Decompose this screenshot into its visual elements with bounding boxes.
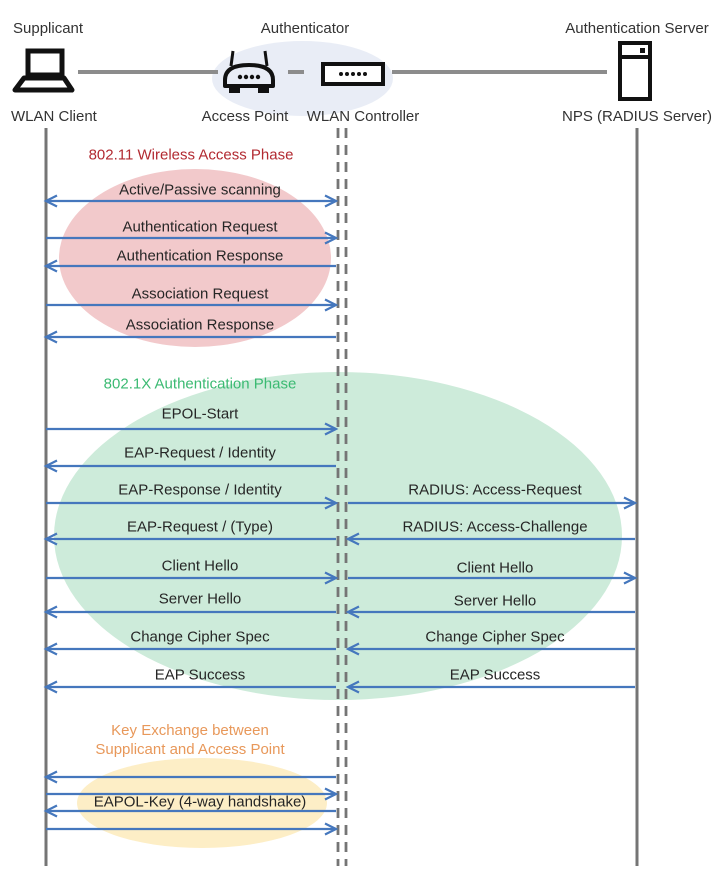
arrowhead-left xyxy=(43,459,58,473)
arrowhead-right xyxy=(324,571,339,585)
phase-3-ellipse xyxy=(77,758,327,848)
arrowhead-left xyxy=(43,330,58,344)
message-label: Active/Passive scanning xyxy=(119,181,281,199)
role-label-authenticator: Authenticator xyxy=(260,20,350,37)
connector-line-client-ap xyxy=(78,70,218,74)
access-point-icon xyxy=(223,50,275,93)
message-label: RADIUS: Access-Challenge xyxy=(402,518,588,536)
connector-line-ap-controller xyxy=(288,70,304,74)
arrowhead-right xyxy=(623,571,638,585)
message-label: Association Request xyxy=(131,285,269,303)
device-label-wlan-client: WLAN Client xyxy=(11,108,97,125)
device-label-nps-radius-server: NPS (RADIUS Server) xyxy=(561,108,713,125)
phase-1-ellipse xyxy=(59,169,331,347)
arrowhead-left xyxy=(43,194,58,208)
message-label: Server Hello xyxy=(158,590,242,608)
arrowhead-left xyxy=(43,770,58,784)
connector-line-controller-server xyxy=(392,70,607,74)
arrowhead-left xyxy=(345,605,360,619)
message-label: EAP Success xyxy=(449,666,541,684)
server-icon xyxy=(618,41,652,101)
laptop-icon xyxy=(12,48,75,93)
message-label: EPOL-Start xyxy=(161,405,239,423)
arrowhead-left xyxy=(345,642,360,656)
device-label-wlan-controller: WLAN Controller xyxy=(306,108,420,125)
arrowhead-left xyxy=(345,532,360,546)
message-label: Change Cipher Spec xyxy=(130,628,270,646)
message-label: EAP Success xyxy=(154,666,246,684)
arrowhead-left xyxy=(345,680,360,694)
message-label: Association Response xyxy=(125,316,275,334)
arrowhead-right xyxy=(324,422,339,436)
arrowhead-left xyxy=(43,680,58,694)
arrowhead-left xyxy=(43,532,58,546)
arrowhead-right xyxy=(623,496,638,510)
role-label-authentication-server: Authentication Server xyxy=(565,20,709,37)
arrowhead-right xyxy=(324,787,339,801)
message-label: Client Hello xyxy=(161,557,239,575)
message-label: Authentication Response xyxy=(116,247,284,265)
message-label: Change Cipher Spec xyxy=(425,628,565,646)
message-label: Authentication Request xyxy=(122,218,278,236)
message-label: EAP-Response / Identity xyxy=(118,481,282,499)
arrowhead-left xyxy=(43,804,58,818)
message-label: Server Hello xyxy=(453,592,537,610)
message-label: EAPOL-Key (4-way handshake) xyxy=(93,793,307,811)
device-label-access-point: Access Point xyxy=(201,108,289,125)
arrowhead-right xyxy=(324,194,339,208)
wlan-controller-icon xyxy=(321,62,385,86)
arrowhead-right xyxy=(324,496,339,510)
phase-2-title: 802.1X Authentication Phase xyxy=(103,375,297,393)
phase-1-title: 802.11 Wireless Access Phase xyxy=(88,146,294,164)
arrowhead-right xyxy=(324,298,339,312)
arrowhead-left xyxy=(43,605,58,619)
role-label-supplicant: Supplicant xyxy=(13,20,84,37)
message-label: EAP-Request / (Type) xyxy=(127,518,273,536)
arrowhead-left xyxy=(43,642,58,656)
message-label: EAP-Request / Identity xyxy=(124,444,276,462)
arrowhead-right xyxy=(324,231,339,245)
message-label: Client Hello xyxy=(456,559,534,577)
arrowhead-right xyxy=(324,822,339,836)
arrowhead-left xyxy=(43,259,58,273)
message-label: RADIUS: Access-Request xyxy=(408,481,582,499)
